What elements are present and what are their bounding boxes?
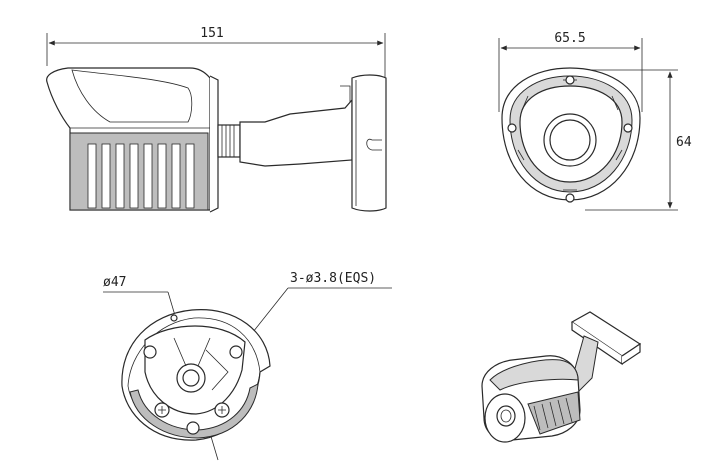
iso-fins: [533, 397, 573, 431]
mount-bracket-side: [239, 74, 387, 212]
camera-front-body: [501, 67, 641, 203]
base-view: ø47 3-ø3.8(EQS): [103, 271, 392, 461]
height-label: 64: [676, 135, 692, 150]
width-label: 65.5: [554, 31, 585, 46]
isometric-view: [481, 311, 642, 443]
side-view: 151: [46, 26, 387, 213]
camera-body-side: [46, 67, 219, 213]
screw-holes-label: 3-ø3.8(EQS): [290, 271, 376, 286]
base-screw-holes: [143, 314, 243, 435]
iso-lens: [496, 405, 516, 427]
front-view: 65.5 64: [498, 31, 692, 211]
lens-inner: [549, 119, 591, 161]
base-diameter-label: ø47: [103, 275, 126, 290]
cooling-fins: [87, 143, 195, 209]
length-label: 151: [200, 26, 223, 41]
connector-thread: [217, 124, 241, 158]
